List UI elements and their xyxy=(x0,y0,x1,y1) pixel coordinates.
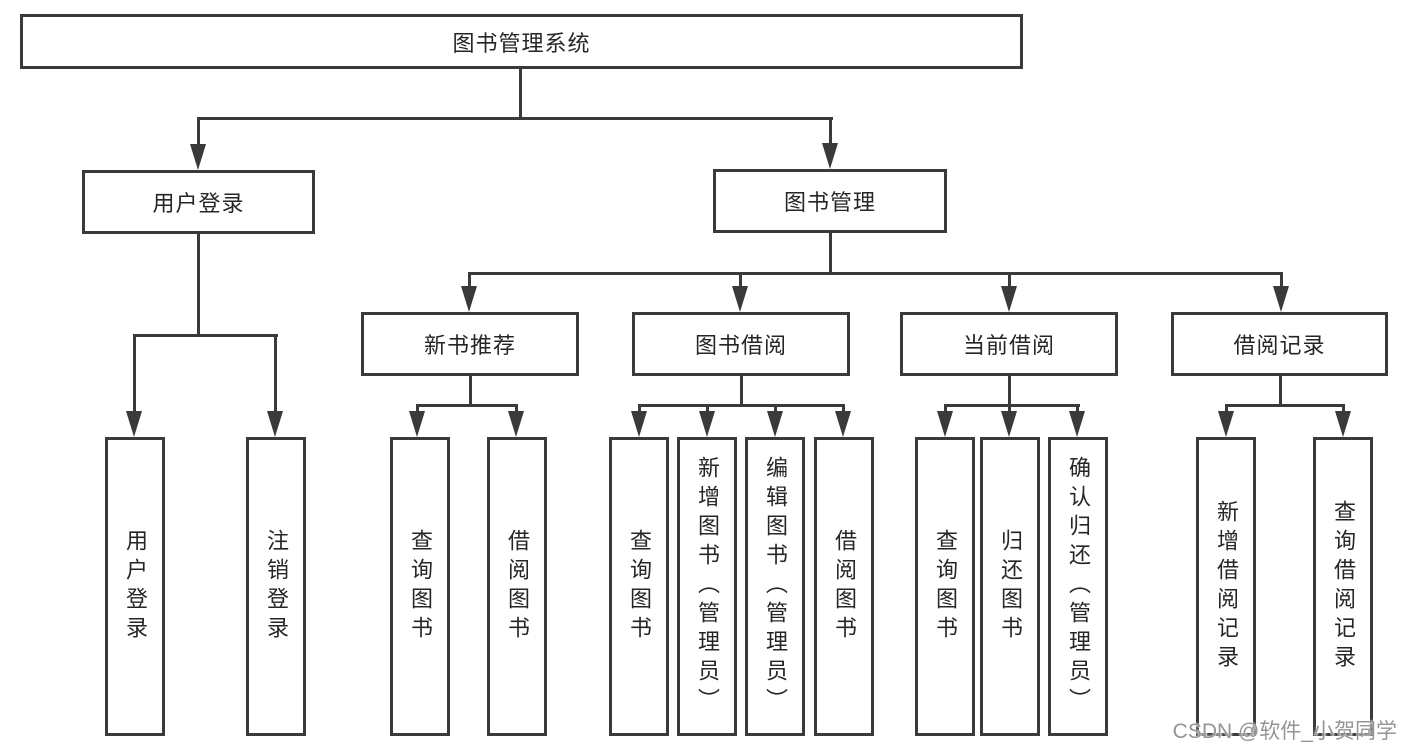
node-book-borrow: 图书借阅 xyxy=(632,312,850,376)
connector-line xyxy=(133,334,278,337)
connector-line xyxy=(739,272,742,288)
node-leaf-records-add-record: 新增借阅记录 xyxy=(1196,437,1256,736)
arrow-down-icon xyxy=(190,144,206,170)
connector-line xyxy=(197,117,200,147)
arrow-down-icon xyxy=(822,143,838,169)
node-leaf-recommend-query-books: 查询图书 xyxy=(390,437,450,736)
connector-line xyxy=(416,404,518,407)
arrow-down-icon xyxy=(1273,286,1289,312)
connector-line xyxy=(944,404,947,413)
arrow-down-icon xyxy=(1001,286,1017,312)
csdn-watermark: CSDN @软件_小贺同学 xyxy=(1172,720,1397,743)
connector-line xyxy=(1076,404,1079,413)
connector-line xyxy=(1008,376,1011,406)
connector-line xyxy=(468,272,471,288)
arrow-down-icon xyxy=(767,411,783,437)
arrow-down-icon xyxy=(1335,411,1351,437)
arrow-down-icon xyxy=(461,286,477,312)
arrow-down-icon xyxy=(126,411,142,437)
node-user-login: 用户登录 xyxy=(82,170,315,234)
connector-line xyxy=(706,404,709,413)
arrow-down-icon xyxy=(508,411,524,437)
node-leaf-recommend-borrow-books: 借阅图书 xyxy=(487,437,547,736)
connector-line xyxy=(469,376,472,406)
arrow-down-icon xyxy=(267,411,283,437)
arrow-down-icon xyxy=(1001,411,1017,437)
connector-line xyxy=(1225,404,1345,407)
node-book-management: 图书管理 xyxy=(713,169,947,233)
arrow-down-icon xyxy=(732,286,748,312)
connector-line xyxy=(740,376,743,406)
node-leaf-current-query-books: 查询图书 xyxy=(915,437,975,736)
connector-line xyxy=(1008,404,1011,413)
connector-line xyxy=(197,117,833,120)
connector-line xyxy=(1225,404,1228,413)
connector-line xyxy=(519,68,522,118)
node-borrow-records: 借阅记录 xyxy=(1171,312,1388,376)
connector-line xyxy=(829,117,832,146)
connector-line xyxy=(944,404,1080,407)
node-leaf-user-login: 用户登录 xyxy=(105,437,165,736)
connector-line xyxy=(274,334,277,413)
node-current-borrow: 当前借阅 xyxy=(900,312,1118,376)
connector-line xyxy=(1008,272,1011,288)
node-leaf-borrow-query-books: 查询图书 xyxy=(609,437,669,736)
connector-line xyxy=(468,272,1283,275)
arrow-down-icon xyxy=(1218,411,1234,437)
node-leaf-borrow-borrow-books: 借阅图书 xyxy=(814,437,874,736)
connector-line xyxy=(1279,376,1282,406)
arrow-down-icon xyxy=(835,411,851,437)
connector-line xyxy=(774,404,777,413)
connector-line xyxy=(515,404,518,413)
node-leaf-borrow-add-books-admin: 新增图书（管理员） xyxy=(677,437,737,736)
connector-line xyxy=(197,233,200,336)
connector-line xyxy=(416,404,419,413)
node-root: 图书管理系统 xyxy=(20,14,1023,69)
connector-line xyxy=(1342,404,1345,413)
node-leaf-current-return-books: 归还图书 xyxy=(980,437,1040,736)
connector-line xyxy=(829,233,832,274)
arrow-down-icon xyxy=(699,411,715,437)
arrow-down-icon xyxy=(409,411,425,437)
arrow-down-icon xyxy=(631,411,647,437)
arrow-down-icon xyxy=(1069,411,1085,437)
connector-line xyxy=(1280,272,1283,288)
connector-line xyxy=(133,334,136,413)
arrow-down-icon xyxy=(937,411,953,437)
node-leaf-borrow-edit-books-admin: 编辑图书（管理员） xyxy=(745,437,805,736)
node-new-book-recommend: 新书推荐 xyxy=(361,312,579,376)
connector-line xyxy=(842,404,845,413)
node-leaf-current-confirm-return-admin: 确认归还（管理员） xyxy=(1048,437,1108,736)
node-leaf-logout: 注销登录 xyxy=(246,437,306,736)
connector-line xyxy=(638,404,641,413)
node-leaf-records-query-record: 查询借阅记录 xyxy=(1313,437,1373,736)
connector-line xyxy=(638,404,845,407)
